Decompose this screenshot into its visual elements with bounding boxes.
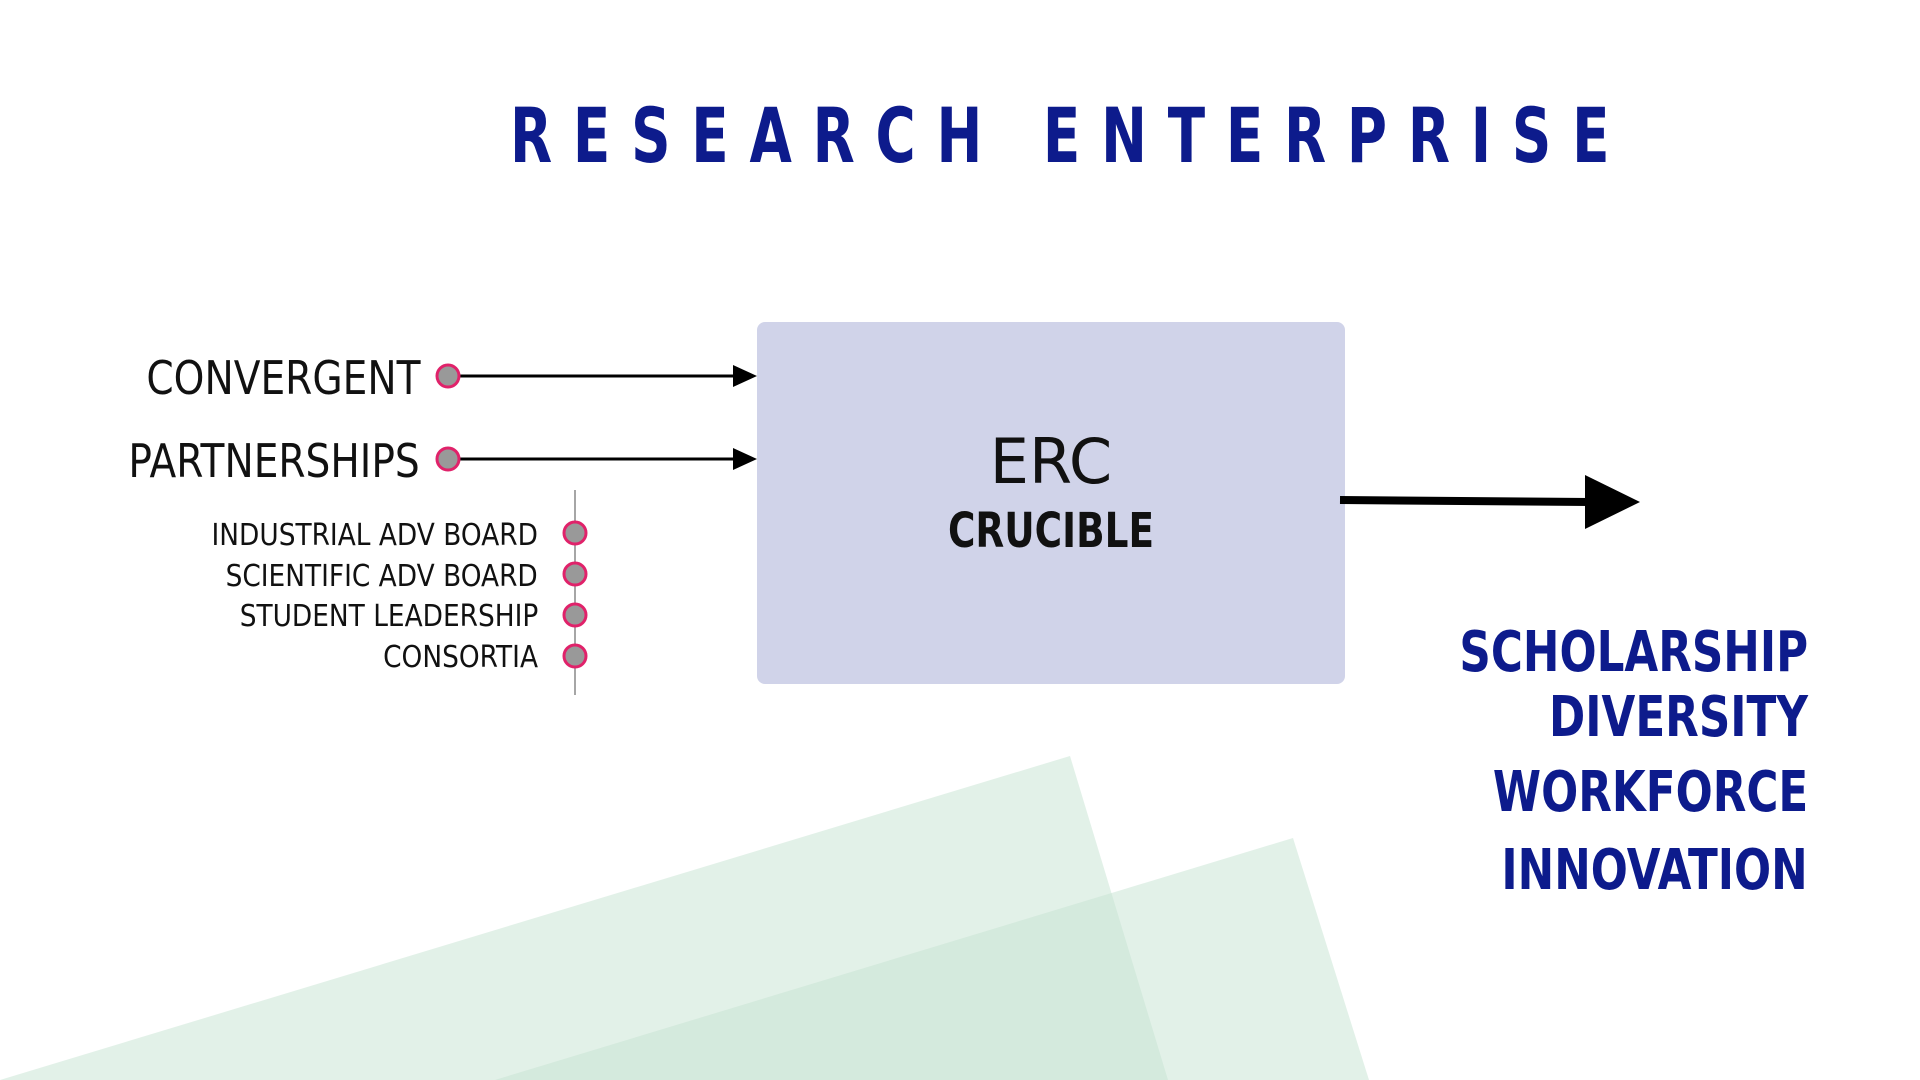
partnership-item-student-leadership: STUDENT LEADERSHIP <box>239 599 538 634</box>
page-title: RESEARCH ENTERPRISE <box>510 91 1631 180</box>
convergent-arrowhead <box>733 365 757 387</box>
partnership-item-scientific-adv-board: SCIENTIFIC ADV BOARD <box>225 559 538 594</box>
industrial-adv-board-node <box>562 520 588 546</box>
partnership-item-consortia: CONSORTIA <box>383 640 538 675</box>
partnerships-arrowhead <box>733 448 757 470</box>
outcome-diversity: DIVERSITY <box>1549 685 1808 750</box>
input-label-convergent: CONVERGENT <box>145 351 420 405</box>
partnerships-node <box>435 446 461 472</box>
student-leadership-node <box>562 602 588 628</box>
input-label-partnerships: PARTNERSHIPS <box>128 434 420 488</box>
output-arrow-line <box>1339 496 1591 506</box>
convergent-node <box>435 363 461 389</box>
consortia-node <box>562 643 588 669</box>
outcome-innovation: INNOVATION <box>1501 838 1808 903</box>
scientific-adv-board-node <box>562 561 588 587</box>
erc-crucible-box: ERC CRUCIBLE <box>757 322 1345 684</box>
erc-title: ERC <box>989 425 1113 498</box>
erc-subtitle: CRUCIBLE <box>947 503 1155 559</box>
background-band-right <box>495 838 1369 1080</box>
outcome-scholarship: SCHOLARSHIP <box>1459 620 1808 685</box>
partnership-item-industrial-adv-board: INDUSTRIAL ADV BOARD <box>211 518 538 553</box>
outcome-workforce: WORKFORCE <box>1492 760 1808 825</box>
output-arrowhead <box>1585 475 1640 529</box>
